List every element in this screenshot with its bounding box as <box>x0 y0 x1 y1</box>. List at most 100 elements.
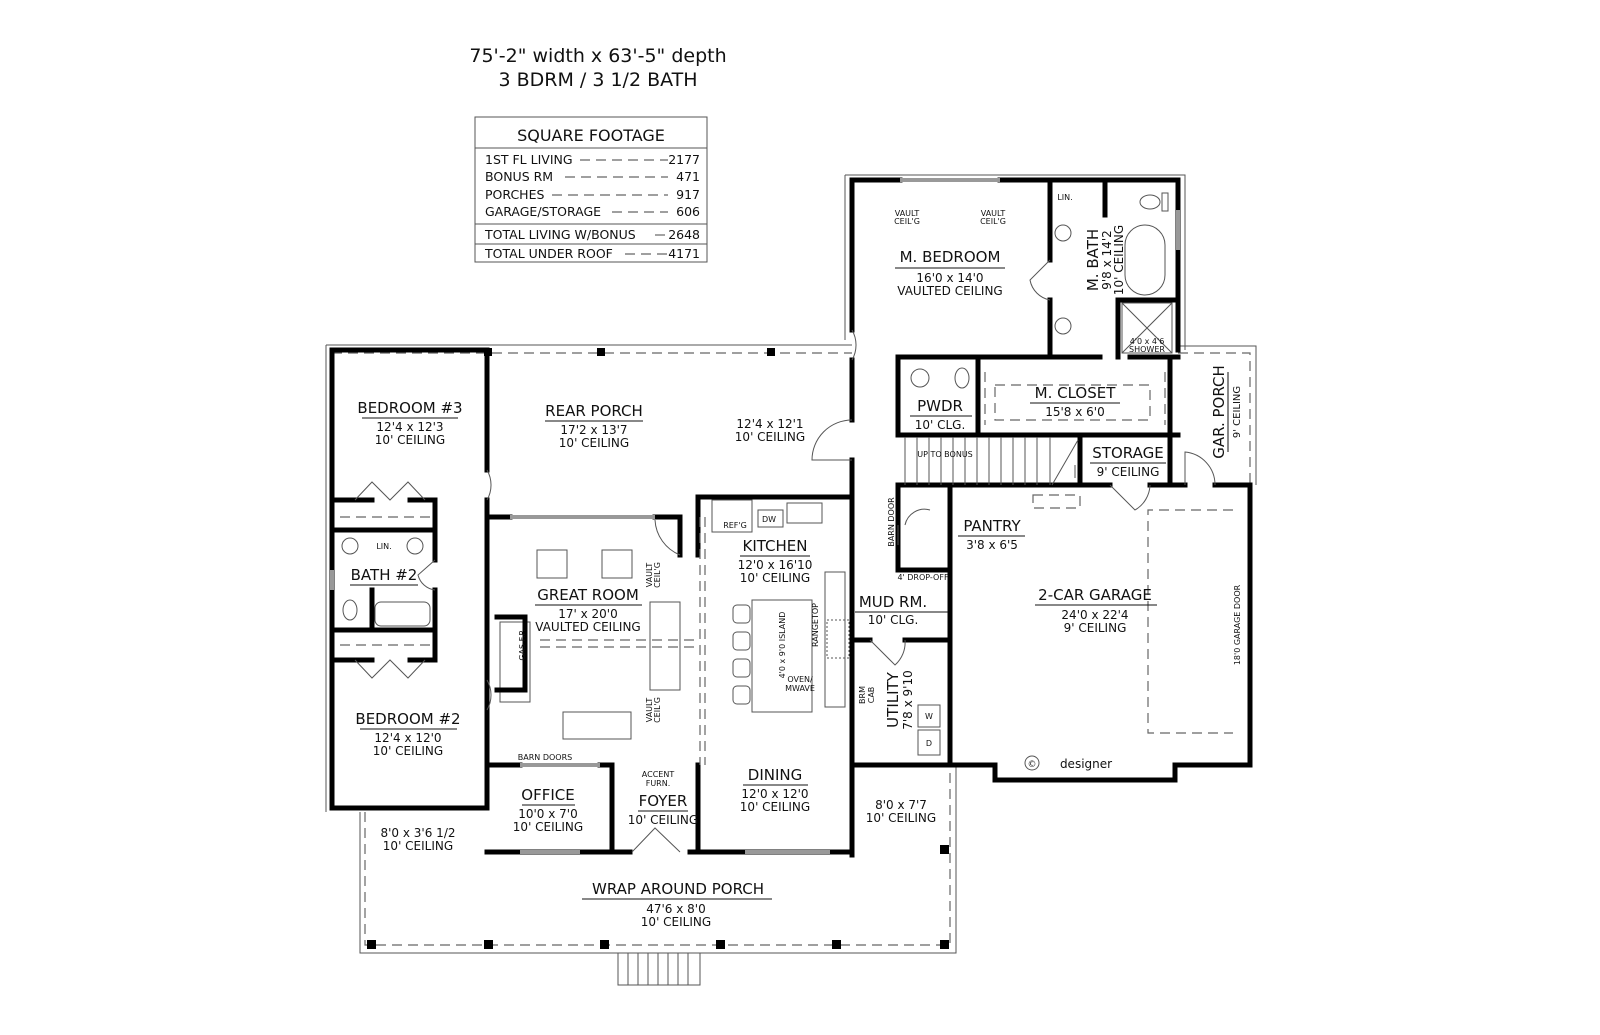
room-ceiling: 10' CEILING <box>559 436 629 450</box>
room-size: 12'4 x 12'3 <box>376 420 443 434</box>
room-size: 12'0 x 16'10 <box>738 558 813 572</box>
vault-note: CEIL'G <box>894 217 920 226</box>
furniture <box>494 517 706 765</box>
room-ceiling: VAULTED CEILING <box>897 284 1002 298</box>
porch-outlines <box>325 174 1257 986</box>
room-rear-porch: REAR PORCH 17'2 x 13'7 10' CEILING <box>545 402 643 450</box>
vault-note: CEIL'G <box>653 697 662 723</box>
front-steps-icon <box>617 952 701 986</box>
sqft-row: 1ST FL LIVING 2177 <box>485 152 700 167</box>
room-name: WRAP AROUND PORCH <box>592 880 764 898</box>
room-ceiling: 10' CEILING <box>375 433 445 447</box>
room-name: PWDR <box>917 397 963 415</box>
room-ceiling: VAULTED CEILING <box>535 620 640 634</box>
room-front-left-porch: 8'0 x 3'6 1/2 10' CEILING <box>381 826 456 853</box>
room-ceiling: 10' CEILING <box>735 430 805 444</box>
room-size: 12'0 x 12'0 <box>741 787 808 801</box>
sqft-value: 2177 <box>668 152 700 167</box>
room-office: OFFICE 10'0 x 7'0 10' CEILING <box>513 786 583 834</box>
dryer-label: D <box>926 739 932 748</box>
room-name: FOYER <box>639 792 688 810</box>
room-size: 8'0 x 7'7 <box>875 798 927 812</box>
room-foyer: FOYER 10' CEILING <box>628 792 698 827</box>
sqft-label: TOTAL UNDER ROOF <box>484 246 613 261</box>
room-name: OFFICE <box>521 786 574 804</box>
room-m-bedroom: M. BEDROOM 16'0 x 14'0 VAULTED CEILING <box>895 248 1005 298</box>
room-name: BATH #2 <box>351 566 418 584</box>
room-size: 3'8 x 6'5 <box>966 538 1018 552</box>
room-name: STORAGE <box>1092 444 1163 462</box>
oven-label: MWAVE <box>785 684 815 693</box>
room-bedroom-2: BEDROOM #2 12'4 x 12'0 10' CEILING <box>355 710 460 758</box>
sqft-label: GARAGE/STORAGE <box>485 204 601 219</box>
designer-credit: designer <box>1060 757 1112 771</box>
bathtub-icon <box>1124 224 1166 296</box>
room-storage: STORAGE 9' CEILING <box>1090 444 1166 479</box>
oven-label: OVEN/ <box>787 675 813 684</box>
drop-off-note: 4' DROP-OFF <box>897 573 949 582</box>
room-pantry: PANTRY 3'8 x 6'5 <box>958 517 1025 552</box>
sqft-row: PORCHES 917 <box>485 187 700 202</box>
sqft-value: 471 <box>676 169 700 184</box>
washer-dryer <box>917 704 941 756</box>
sqft-row: BONUS RM 471 <box>485 169 700 184</box>
island-label: 4'0 x 9'0 ISLAND <box>778 612 787 679</box>
toilet-icon <box>342 367 970 621</box>
room-ceiling: 10' CEILING <box>641 915 711 929</box>
room-side-porch: 8'0 x 7'7 10' CEILING <box>866 798 936 825</box>
room-pwdr: PWDR 10' CLG. <box>910 397 972 432</box>
room-ceiling: 10' CLG. <box>868 613 919 627</box>
shower-size: 4'0 x 4'6 <box>1130 337 1165 346</box>
copyright-icon <box>1024 755 1040 771</box>
toilet-icon <box>1139 192 1169 212</box>
broom-cabinet-label: CAB <box>867 687 876 704</box>
plan-notes: VAULT CEIL'G VAULT CEIL'G LIN. LIN. 4'0 … <box>376 193 1242 788</box>
square-footage-table: SQUARE FOOTAGE 1ST FL LIVING 2177 BONUS … <box>474 116 708 263</box>
room-wrap-around-porch: WRAP AROUND PORCH 47'6 x 8'0 10' CEILING <box>582 880 772 929</box>
vault-note: VAULT <box>645 698 654 723</box>
doors <box>354 259 1216 853</box>
linen-note: LIN. <box>1057 193 1072 202</box>
room-name: PANTRY <box>963 517 1021 535</box>
room-ceiling: 10' CEILING <box>1112 225 1126 295</box>
plan-dimensions: 75'-2" width x 63'-5" depth <box>469 45 726 67</box>
room-name: UTILITY <box>884 671 902 728</box>
vault-note: CEIL'G <box>980 217 1006 226</box>
sqft-value: 606 <box>676 204 700 219</box>
sqft-label: PORCHES <box>485 187 544 202</box>
room-size: 47'6 x 8'0 <box>646 902 706 916</box>
sqft-value: 917 <box>676 187 700 202</box>
room-size: 24'0 x 22'4 <box>1061 608 1128 622</box>
room-bath-2: BATH #2 <box>350 566 418 586</box>
garage-door-outline <box>1147 509 1233 734</box>
room-name: BEDROOM #3 <box>357 399 462 417</box>
room-ceiling: 10' CEILING <box>513 820 583 834</box>
shower-label: SHOWER <box>1129 345 1165 354</box>
room-size: 15'8 x 6'0 <box>1045 405 1105 419</box>
room-name: M. BATH <box>1084 229 1102 291</box>
sqft-label: BONUS RM <box>485 169 553 184</box>
vault-note: VAULT <box>895 209 920 218</box>
room-name: BEDROOM #2 <box>355 710 460 728</box>
room-size: 17'2 x 13'7 <box>560 423 627 437</box>
garage-door-label: 18'0 GARAGE DOOR <box>1233 584 1242 665</box>
square-footage-title: SQUARE FOOTAGE <box>517 126 665 145</box>
room-utility: UTILITY 7'8 x 9'10 <box>884 670 915 730</box>
room-ceiling: 10' CEILING <box>740 571 810 585</box>
up-to-bonus-note: UP TO BONUS <box>917 450 973 459</box>
broom-cabinet-label: BRM <box>858 686 867 704</box>
sqft-label: TOTAL LIVING W/BONUS <box>484 227 636 242</box>
room-name: DINING <box>748 766 802 784</box>
room-ceiling: 9' CEILING <box>1097 465 1160 479</box>
room-size: 9'8 x 14'2 <box>1100 230 1114 290</box>
gas-fireplace-label: GAS F.P. <box>518 629 527 660</box>
kitchen-counters <box>711 499 850 708</box>
sqft-value: 4171 <box>668 246 700 261</box>
room-size: 16'0 x 14'0 <box>916 271 983 285</box>
room-mud-room: MUD RM. 10' CLG. <box>855 593 948 627</box>
kitchen-island <box>732 599 813 713</box>
room-name: GREAT ROOM <box>537 586 639 604</box>
washer-label: W <box>925 712 933 721</box>
vault-note: VAULT <box>981 209 1006 218</box>
sqft-row: TOTAL UNDER ROOF 4171 <box>484 246 700 261</box>
